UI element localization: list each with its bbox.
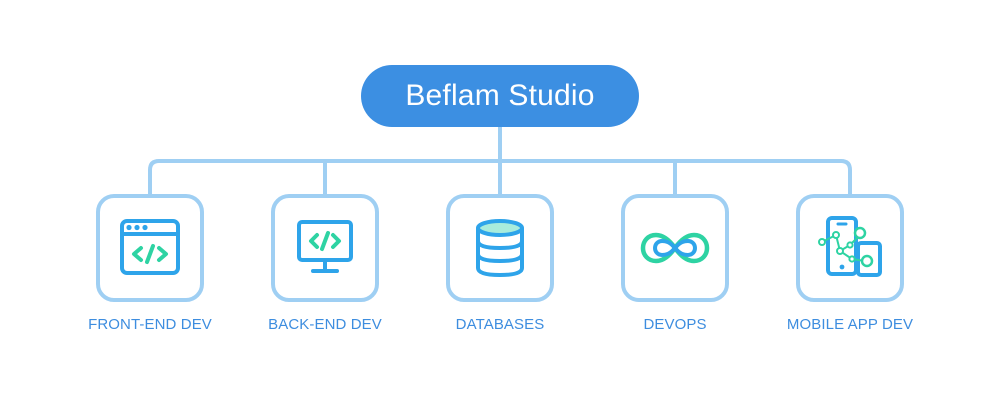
node-label-databases: DATABASES [455,316,545,333]
node-label-front-end-dev: FRONT-END DEV [88,316,212,333]
mobile-devices-icon [818,216,882,277]
node-devops [621,194,729,302]
monitor-code-icon [297,220,353,273]
browser-code-icon [120,219,180,275]
node-back-end-dev [271,194,379,302]
root-node: Beflam Studio [361,65,639,127]
node-label-back-end-dev: BACK-END DEV [268,316,382,333]
database-icon [476,219,524,278]
root-title: Beflam Studio [405,79,595,112]
node-mobile-app-dev [796,194,904,302]
node-front-end-dev [96,194,204,302]
branch-bar [148,159,852,196]
node-databases [446,194,554,302]
node-label-mobile-app-dev: MOBILE APP DEV [786,316,914,333]
node-label-devops: DEVOPS [643,316,707,333]
infinity-loop-icon [640,232,710,264]
